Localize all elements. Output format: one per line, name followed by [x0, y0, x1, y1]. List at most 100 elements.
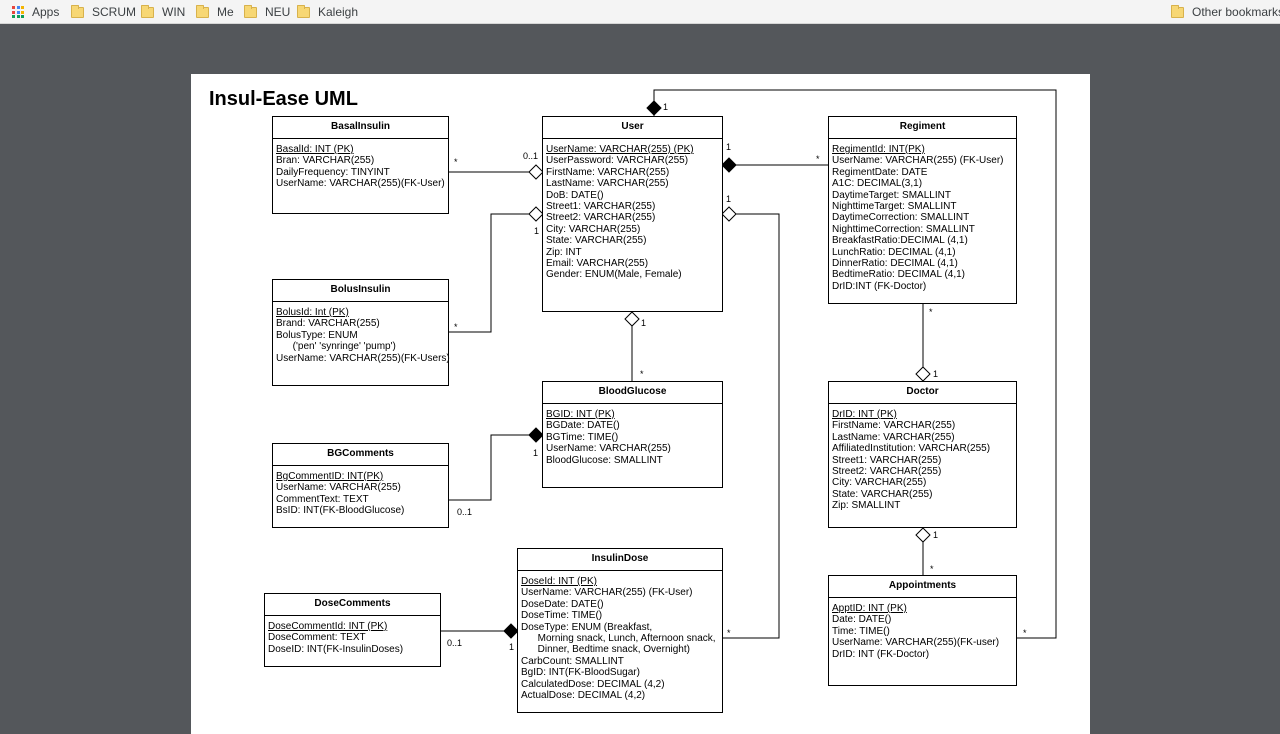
class-attribute: Street2: VARCHAR(255) [546, 212, 656, 224]
class-attribute: DoseComment: TEXT [268, 632, 366, 644]
class-attribute: LastName: VARCHAR(255) [546, 178, 669, 190]
class-attribute: State: VARCHAR(255) [546, 235, 647, 247]
class-bolus-insulin[interactable]: BolusInsulin BolusId: Int (PK) Brand: VA… [272, 279, 450, 386]
class-attribute: AffiliatedInstitution: VARCHAR(255) [832, 443, 991, 455]
class-attribute: UserName: VARCHAR(255)(FK-User) [276, 178, 445, 190]
multiplicity-label: * [1023, 628, 1027, 638]
bookmark-folder-label: WIN [162, 5, 186, 19]
class-attribute: BreakfastRatio:DECIMAL (4,1) [832, 235, 968, 247]
class-attribute: BolusType: ENUM [276, 329, 358, 341]
class-blood-glucose[interactable]: BloodGlucose BGID: INT (PK) BGDate: DATE… [542, 381, 723, 488]
class-attribute: RegimentId: INT(PK) [832, 144, 925, 155]
class-attribute: Street2: VARCHAR(255) [832, 466, 942, 478]
class-attribute: CarbCount: SMALLINT [521, 655, 624, 667]
aggregation-diamond-user-bolus [528, 206, 544, 222]
class-attribute: LastName: VARCHAR(255) [832, 431, 955, 443]
class-name: Regiment [829, 117, 1016, 139]
class-attribute: ActualDose: DECIMAL (4,2) [521, 690, 646, 702]
class-doctor[interactable]: Doctor DrID: INT (PK) FirstName: VARCHAR… [828, 381, 1017, 528]
class-attribute: Date: DATE() [832, 614, 892, 626]
class-attribute: FirstName: VARCHAR(255) [832, 420, 956, 432]
class-attribute: BGDate: DATE() [546, 420, 620, 432]
class-attribute: DinnerRatio: DECIMAL (4,1) [832, 258, 958, 270]
class-attribute: City: VARCHAR(255) [546, 223, 641, 235]
class-attribute: FirstName: VARCHAR(255) [546, 166, 670, 178]
class-attribute: Zip: INT [546, 246, 582, 258]
class-attribute: LunchRatio: DECIMAL (4,1) [832, 246, 956, 258]
aggregation-diamond-doctor-appt [915, 527, 931, 543]
bookmark-apps[interactable]: Apps [12, 3, 59, 21]
class-attribute: DoB: DATE() [546, 189, 604, 201]
class-appointments[interactable]: Appointments ApptID: INT (PK) Date: DATE… [828, 575, 1017, 686]
multiplicity-label: * [727, 628, 731, 638]
class-attribute: Time: TIME() [832, 625, 890, 637]
class-regiment[interactable]: Regiment RegimentId: INT(PK) UserName: V… [828, 116, 1017, 304]
diagram-title: Insul-Ease UML [209, 88, 358, 110]
aggregation-diamond-doctor-regiment [915, 366, 931, 382]
bookmark-folder-label: Me [217, 5, 234, 19]
class-attribute: UserName: VARCHAR(255) (FK-User) [521, 587, 693, 599]
class-attribute: BloodGlucose: SMALLINT [546, 454, 663, 466]
class-attribute: DoseID: INT(FK-InsulinDoses) [268, 643, 404, 655]
class-attribute: UserName: VARCHAR(255)(FK-Users) [276, 352, 450, 364]
class-attribute: Bran: VARCHAR(255) [276, 155, 375, 167]
class-user[interactable]: User UserName: VARCHAR(255) (PK) UserPas… [542, 116, 723, 312]
class-basal-insulin[interactable]: BasalInsulin BasalId: INT (PK) Bran: VAR… [272, 116, 449, 214]
bookmark-folder-win[interactable]: WIN [141, 3, 185, 21]
class-name: BolusInsulin [273, 280, 448, 302]
class-insulin-dose[interactable]: InsulinDose DoseId: INT (PK) UserName: V… [517, 548, 723, 713]
class-attribute: DoseTime: TIME() [521, 610, 603, 622]
multiplicity-label: 1 [641, 318, 647, 328]
class-attribute: DoseCommentId: INT (PK) [268, 621, 388, 632]
multiplicity-label: 1 [534, 226, 540, 236]
class-attribute: NighttimeCorrection: SMALLINT [832, 223, 975, 235]
class-name: BloodGlucose [543, 382, 722, 404]
class-name: Doctor [829, 382, 1016, 404]
bookmark-folder-scrum[interactable]: SCRUM [71, 3, 136, 21]
class-attribute: UserName: VARCHAR(255) (PK) [546, 144, 694, 155]
aggregation-diamond-user-dose [721, 206, 737, 222]
bookmark-other-label: Other bookmarks [1192, 5, 1280, 19]
class-attribute: City: VARCHAR(255) [832, 477, 927, 489]
assoc-bgcomments-bloodglucose [448, 434, 529, 501]
bookmark-folder-neu[interactable]: NEU [244, 3, 290, 21]
class-name: DoseComments [265, 594, 440, 616]
class-name: User [543, 117, 722, 139]
multiplicity-label: 0..1 [523, 151, 539, 161]
class-attribute: Street1: VARCHAR(255) [832, 454, 942, 466]
class-attribute: DoseType: ENUM (Breakfast, [521, 621, 653, 633]
multiplicity-label: 0..1 [447, 638, 463, 648]
class-attribute: DailyFrequency: TINYINT [276, 166, 390, 178]
multiplicity-label: * [640, 369, 644, 379]
composition-diamond-user-regiment [721, 157, 737, 173]
folder-icon [244, 4, 257, 18]
class-attribute: DrID: INT (FK-Doctor) [832, 648, 930, 660]
multiplicity-label: * [930, 564, 934, 574]
class-bg-comments[interactable]: BGComments BgCommentID: INT(PK) UserName… [272, 443, 449, 528]
class-dose-comments[interactable]: DoseComments DoseCommentId: INT (PK) Dos… [264, 593, 441, 667]
multiplicity-label: * [816, 154, 820, 164]
class-attribute: ApptID: INT (PK) [832, 603, 907, 614]
apps-grid-icon [12, 6, 24, 18]
class-attribute: UserPassword: VARCHAR(255) [546, 155, 689, 167]
folder-icon [1171, 4, 1184, 18]
class-attribute: DrID: INT (PK) [832, 409, 897, 420]
assoc-user-insulindose [722, 213, 780, 639]
folder-icon [71, 4, 84, 18]
class-attribute: RegimentDate: DATE [832, 166, 928, 178]
bookmark-other[interactable]: Other bookmarks [1171, 3, 1280, 21]
class-name: Appointments [829, 576, 1016, 598]
class-attribute: DoseDate: DATE() [521, 598, 604, 610]
bookmark-folder-kaleigh[interactable]: Kaleigh [297, 3, 358, 21]
bookmark-folder-me[interactable]: Me [196, 3, 234, 21]
multiplicity-label: 1 [933, 530, 939, 540]
folder-icon [297, 4, 310, 18]
bookmark-folder-label: NEU [265, 5, 291, 19]
folder-icon [196, 4, 209, 18]
aggregation-diamond-user-basal [528, 164, 544, 180]
class-attribute: BgID: INT(FK-BloodSugar) [521, 667, 640, 679]
class-attribute: CommentText: TEXT [276, 493, 369, 505]
class-attribute: Zip: SMALLINT [832, 500, 901, 512]
class-attribute: ('pen' 'synringe' 'pump') [276, 341, 396, 353]
class-attribute: DaytimeTarget: SMALLINT [832, 189, 951, 201]
